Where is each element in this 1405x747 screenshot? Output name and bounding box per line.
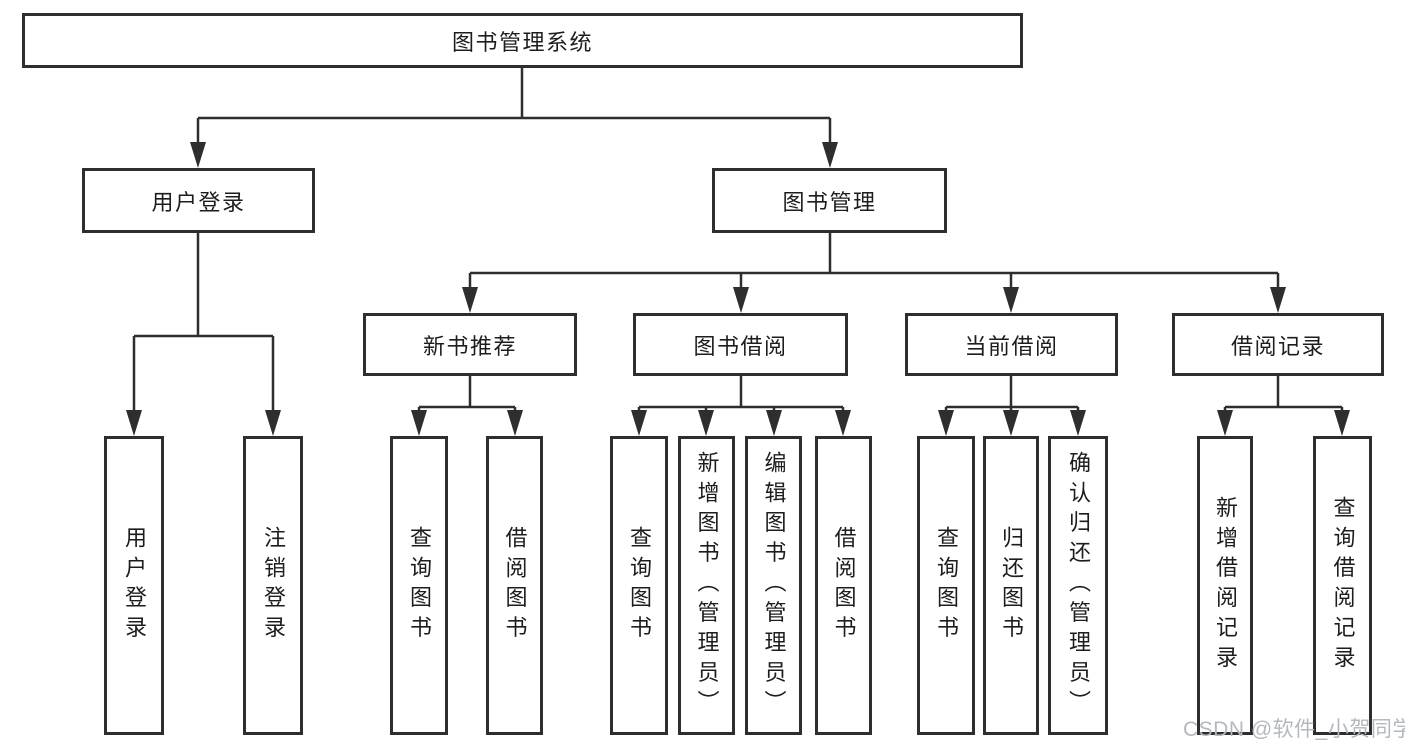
node-borrow-records: 借阅记录: [1172, 313, 1384, 376]
node-leaf-bb-borrow-books: 借阅图书: [815, 436, 872, 735]
connector-borrow-records-split: [1217, 375, 1350, 436]
connector-root-split: [190, 68, 838, 168]
connector-current-borrow-split: [938, 375, 1086, 436]
node-current-borrow: 当前借阅: [905, 313, 1118, 376]
node-leaf-cb-confirm-return-admin: 确认归还（管理员）: [1048, 436, 1108, 735]
node-root-system: 图书管理系统: [22, 13, 1023, 68]
node-leaf-cb-query-books: 查询图书: [917, 436, 975, 735]
node-leaf-br-add-record: 新增借阅记录: [1197, 436, 1253, 735]
node-leaf-br-query-record: 查询借阅记录: [1313, 436, 1372, 735]
node-leaf-nb-borrow-books: 借阅图书: [486, 436, 543, 735]
connector-book-borrow-split: [631, 375, 851, 436]
node-leaf-bb-add-books-admin: 新增图书（管理员）: [678, 436, 735, 735]
node-leaf-user-login: 用户登录: [104, 436, 164, 735]
node-leaf-bb-query-books: 查询图书: [610, 436, 668, 735]
node-leaf-logout: 注销登录: [243, 436, 303, 735]
connector-user-login-split: [126, 232, 281, 436]
node-book-borrow: 图书借阅: [633, 313, 848, 376]
node-leaf-nb-query-books: 查询图书: [390, 436, 448, 735]
node-leaf-cb-return-books: 归还图书: [983, 436, 1039, 735]
node-new-book-recommend: 新书推荐: [363, 313, 577, 376]
connector-book-management-split: [462, 232, 1286, 313]
node-user-login: 用户登录: [82, 168, 315, 233]
csdn-watermark: CSDN @软件_小贺同学: [1183, 718, 1405, 741]
node-book-management: 图书管理: [712, 168, 947, 233]
node-leaf-bb-edit-books-admin: 编辑图书（管理员）: [745, 436, 802, 735]
connector-new-book-split: [411, 375, 523, 436]
